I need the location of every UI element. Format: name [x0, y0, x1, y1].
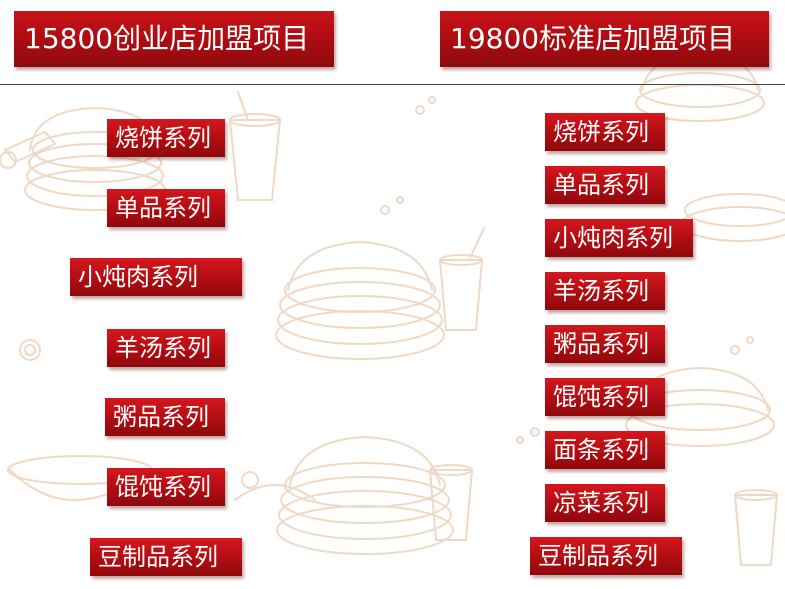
left-item-shaobing: 烧饼系列: [107, 119, 225, 157]
right-item-douzhipin: 豆制品系列: [530, 537, 682, 575]
left-item-huntun: 馄饨系列: [107, 468, 225, 506]
header-19800-standard-store: 19800标准店加盟项目: [440, 11, 769, 67]
left-item-zhoupin: 粥品系列: [105, 398, 225, 436]
header-15800-startup-store: 15800创业店加盟项目: [14, 11, 334, 67]
right-item-liangcai: 凉菜系列: [545, 484, 665, 522]
left-item-xiaodunrou: 小炖肉系列: [70, 258, 242, 296]
right-item-zhoupin: 粥品系列: [545, 325, 665, 363]
header-divider: [0, 84, 785, 85]
right-item-yangtang: 羊汤系列: [545, 272, 665, 310]
right-item-huntun: 馄饨系列: [545, 378, 665, 416]
right-item-danpin: 单品系列: [545, 166, 665, 204]
left-item-yangtang: 羊汤系列: [107, 329, 225, 367]
left-item-danpin: 单品系列: [107, 189, 225, 227]
right-item-shaobing: 烧饼系列: [545, 113, 665, 151]
right-item-miantiao: 面条系列: [545, 431, 665, 469]
left-item-douzhipin: 豆制品系列: [90, 538, 242, 576]
right-item-xiaodunrou: 小炖肉系列: [545, 219, 693, 257]
